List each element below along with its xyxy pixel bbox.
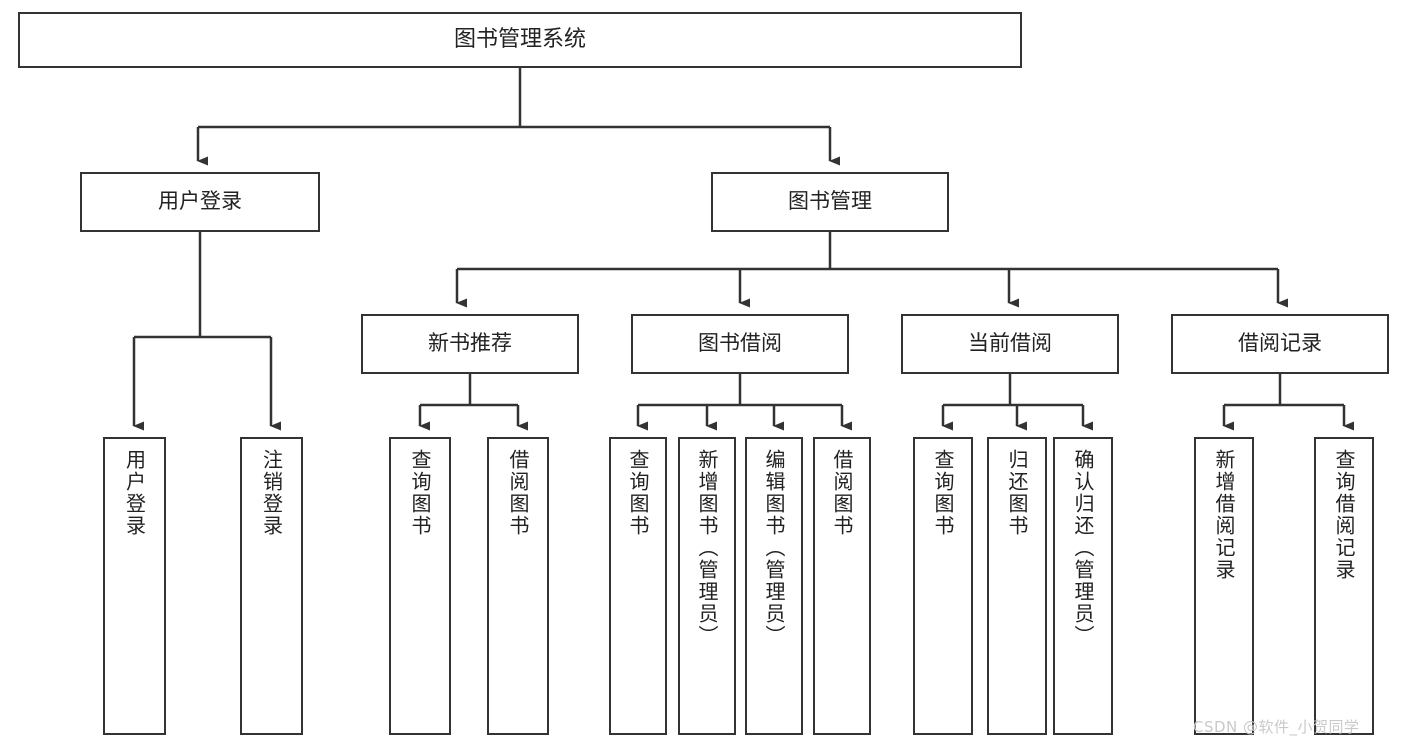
node-label: 查询借阅记录	[1332, 449, 1356, 581]
node-label: 归还图书	[1005, 449, 1029, 537]
leaf-record-add[interactable]: 新增借阅记录	[1194, 437, 1254, 735]
node-current-borrow[interactable]: 当前借阅	[901, 314, 1119, 374]
node-label: 查询图书	[626, 449, 650, 537]
node-label: 注销登录	[259, 449, 284, 537]
node-book-management[interactable]: 图书管理	[711, 172, 949, 232]
leaf-record-query[interactable]: 查询借阅记录	[1314, 437, 1374, 735]
node-label: 新增图书（管理员）	[695, 449, 719, 647]
node-label: 查询图书	[931, 449, 955, 537]
node-label: 借阅记录	[1238, 331, 1322, 356]
leaf-current-return-book[interactable]: 归还图书	[987, 437, 1047, 735]
leaf-recommend-query-book[interactable]: 查询图书	[389, 437, 451, 735]
node-label: 图书借阅	[698, 331, 782, 356]
leaf-borrow-add-book[interactable]: 新增图书（管理员）	[678, 437, 736, 735]
node-label: 新增借阅记录	[1212, 449, 1236, 581]
leaf-current-query-book[interactable]: 查询图书	[913, 437, 973, 735]
node-root-system[interactable]: 图书管理系统	[18, 12, 1022, 68]
csdn-watermark: CSDN @软件_小贺同学	[1193, 718, 1360, 736]
node-label: 图书管理	[788, 189, 872, 214]
node-label: 借阅图书	[830, 449, 854, 537]
leaf-borrow-borrow-book[interactable]: 借阅图书	[813, 437, 871, 735]
node-user-login[interactable]: 用户登录	[80, 172, 320, 232]
leaf-recommend-borrow-book[interactable]: 借阅图书	[487, 437, 549, 735]
node-label: 用户登录	[122, 449, 147, 537]
node-label: 确认归还（管理员）	[1071, 449, 1095, 647]
node-label: 图书管理系统	[453, 26, 586, 52]
leaf-borrow-edit-book[interactable]: 编辑图书（管理员）	[745, 437, 803, 735]
node-label: 用户登录	[158, 189, 242, 214]
leaf-user-login[interactable]: 用户登录	[103, 437, 166, 735]
node-label: 新书推荐	[428, 331, 512, 356]
node-label: 借阅图书	[506, 449, 530, 537]
leaf-user-logout[interactable]: 注销登录	[240, 437, 303, 735]
node-label: 当前借阅	[968, 331, 1052, 356]
leaf-current-confirm-return[interactable]: 确认归还（管理员）	[1053, 437, 1113, 735]
node-book-borrow[interactable]: 图书借阅	[631, 314, 849, 374]
node-label: 编辑图书（管理员）	[762, 449, 786, 647]
node-borrow-record[interactable]: 借阅记录	[1171, 314, 1389, 374]
leaf-borrow-query-book[interactable]: 查询图书	[609, 437, 667, 735]
node-label: 查询图书	[408, 449, 432, 537]
node-new-book-recommend[interactable]: 新书推荐	[361, 314, 579, 374]
